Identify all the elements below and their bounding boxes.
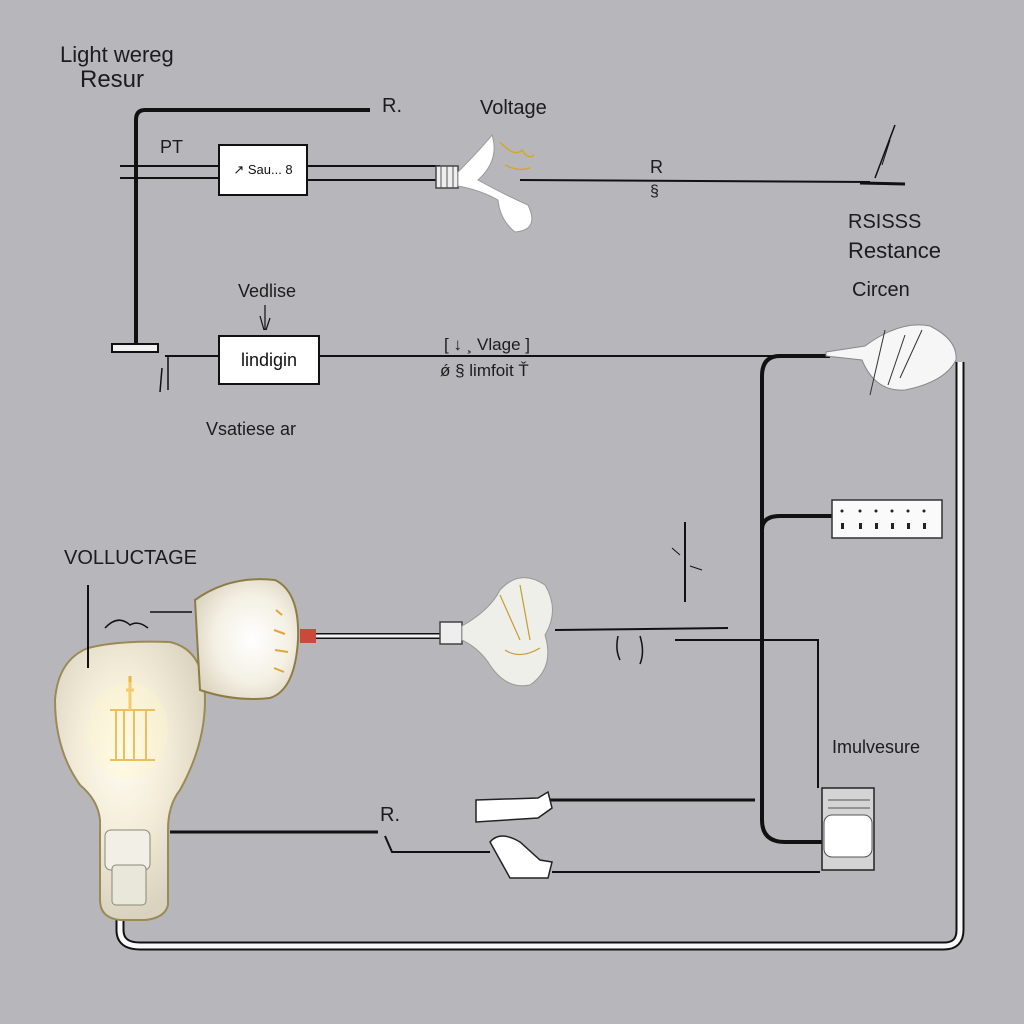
component-box-middle-label: lindigin <box>240 349 298 370</box>
top-wires <box>120 165 871 183</box>
terminal-strip <box>831 499 943 539</box>
big-light-bulb <box>53 578 300 921</box>
battery-block <box>821 787 875 871</box>
label-r-mid-1: R <box>650 157 663 177</box>
bottom-connectors <box>170 790 820 879</box>
label-resistance: Restance <box>848 238 941 263</box>
label-r-bottom: R. <box>380 804 400 826</box>
vertical-mark <box>671 522 703 602</box>
label-multimeasure: Imulvesure <box>832 737 921 757</box>
small-bulb-top <box>435 133 535 233</box>
label-limfoit: ǿ § limfoit Ť <box>440 361 529 380</box>
small-bulb-middle <box>300 577 819 788</box>
component-box-top: ↗ Sau... 8 <box>218 144 308 196</box>
label-pt: PT <box>160 137 184 157</box>
label-vedlise: Vedlise <box>238 281 297 301</box>
component-box-top-label: ↗ Sau... 8 <box>233 162 293 177</box>
top-left-wire <box>134 108 370 345</box>
label-vlage-bracket: [ ↓ ¸ Vlage ] <box>444 335 530 354</box>
right-top-bulb <box>825 324 957 396</box>
label-resiss: RSISSS <box>848 211 922 233</box>
label-light-resistor-line1: Light wereg <box>60 42 174 67</box>
label-r-top: R. <box>382 95 402 117</box>
label-r-mid-2: § <box>650 183 659 200</box>
label-voltage-big: VOLLUCTAGE <box>64 547 197 569</box>
label-voltage-top: Voltage <box>480 97 547 119</box>
ground-plate <box>111 343 159 353</box>
right-loop-wire <box>760 354 832 844</box>
label-light-resistor-line2: Resur <box>80 66 145 93</box>
component-box-middle: lindigin <box>218 335 320 385</box>
middle-wires <box>159 305 830 393</box>
label-circuit: Circen <box>852 279 910 301</box>
probe-tip <box>859 124 906 186</box>
label-vsatiese: Vsatiese ar <box>206 419 297 439</box>
